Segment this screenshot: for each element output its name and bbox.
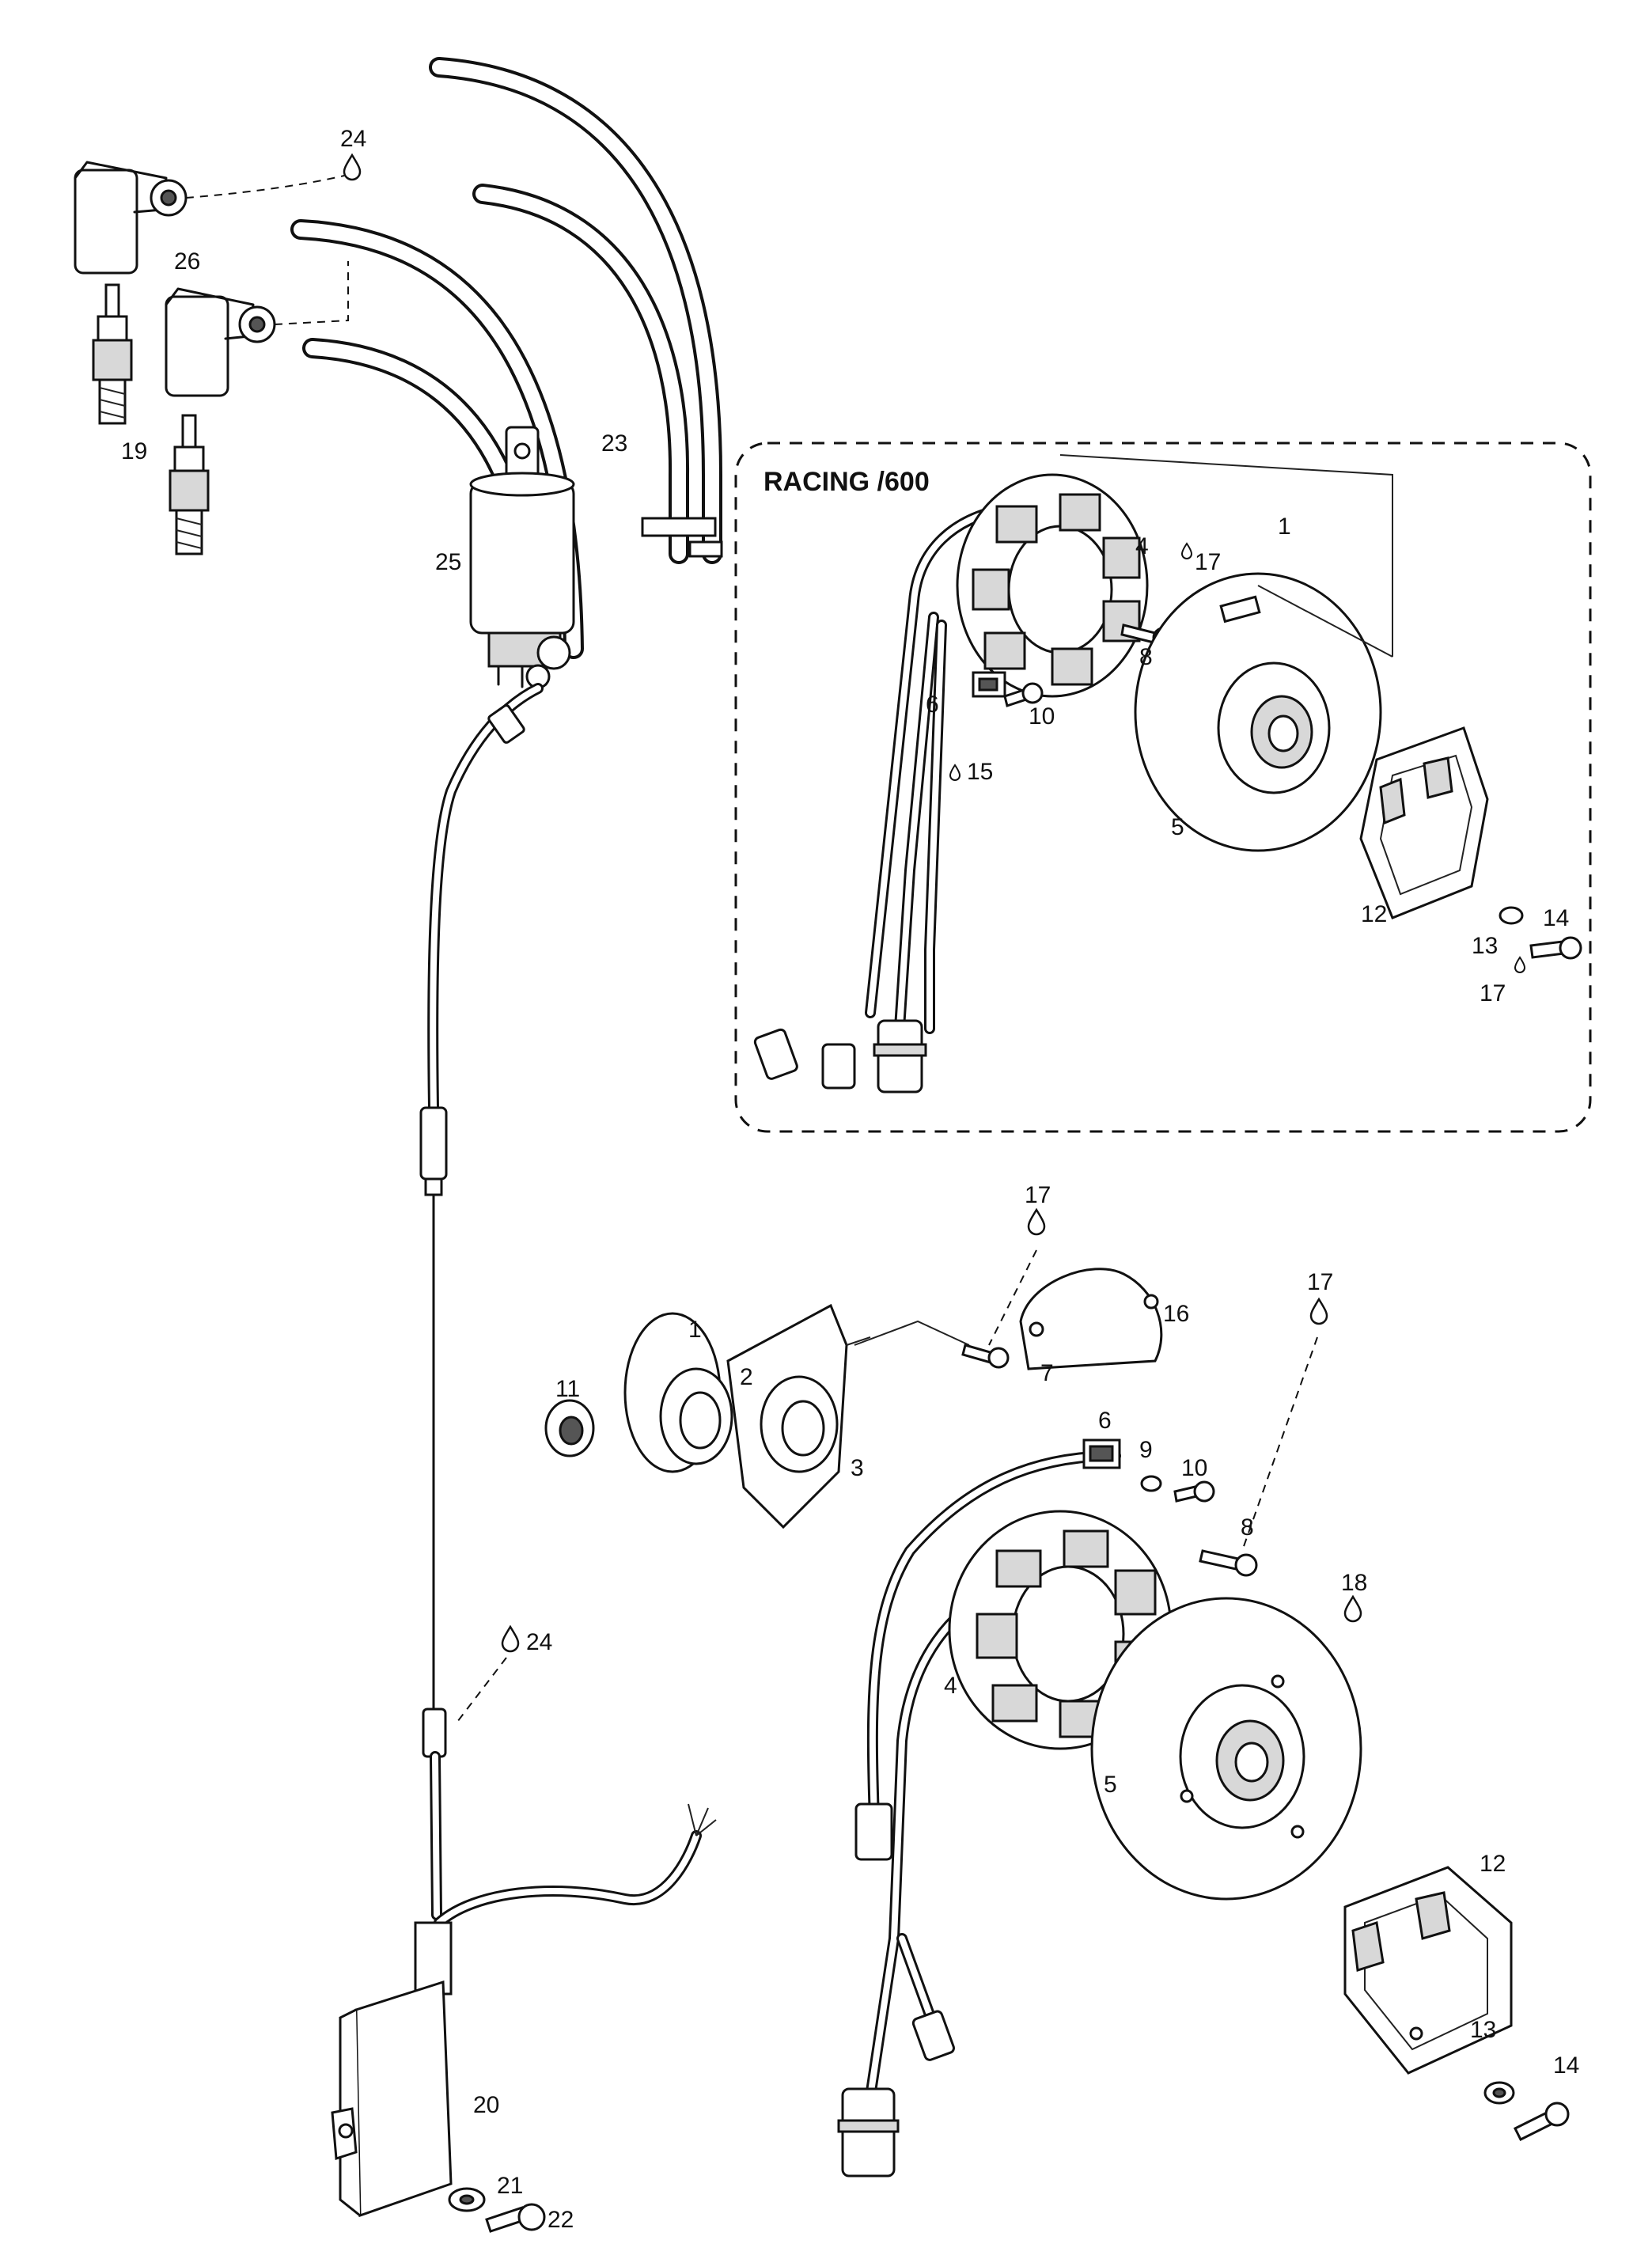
inset-flywheel bbox=[1134, 572, 1382, 852]
label-main-6: 6 bbox=[1098, 1408, 1112, 1434]
spark-plug-cap-upper bbox=[74, 161, 188, 275]
label-main-12: 12 bbox=[1480, 1851, 1506, 1877]
inset-washer-13 bbox=[1499, 906, 1524, 925]
ht-cables bbox=[290, 57, 723, 659]
label-main-1: 1 bbox=[688, 1317, 702, 1343]
label-main-5: 5 bbox=[1104, 1772, 1117, 1798]
spark-plug-upper bbox=[92, 283, 133, 425]
inset-screw-10 bbox=[1003, 682, 1044, 707]
label-main-9: 9 bbox=[1139, 1437, 1153, 1463]
main-seal-11 bbox=[544, 1399, 595, 1457]
drop-icon-24-main bbox=[501, 1625, 520, 1653]
spark-plug-lower bbox=[169, 414, 210, 555]
label-main-4: 4 bbox=[944, 1673, 957, 1699]
inset-screw-14 bbox=[1529, 936, 1582, 960]
main-screw-7 bbox=[961, 1344, 1010, 1369]
label-25: 25 bbox=[435, 549, 461, 575]
label-24-main: 24 bbox=[526, 1629, 552, 1655]
main-bearing-plate-3 bbox=[726, 1303, 871, 1529]
label-24-top: 24 bbox=[340, 126, 366, 152]
label-main-14: 14 bbox=[1553, 2052, 1579, 2079]
main-screw-10 bbox=[1173, 1480, 1215, 1503]
drop-icon-24-top bbox=[343, 154, 362, 181]
racing-600-inset bbox=[734, 442, 1592, 1133]
inset-title: RACING /600 bbox=[763, 467, 930, 497]
main-pickup-6 bbox=[1082, 1438, 1121, 1469]
label-inset-6: 6 bbox=[926, 692, 939, 718]
label-main-17b: 17 bbox=[1307, 1269, 1333, 1295]
label-inset-12: 12 bbox=[1361, 901, 1387, 927]
label-main-8: 8 bbox=[1241, 1514, 1254, 1541]
inset-pickup bbox=[972, 671, 1006, 698]
spark-plug-cap-lower bbox=[165, 287, 276, 397]
inset-rotor-sleeve bbox=[1359, 726, 1489, 919]
label-inset-13: 13 bbox=[1472, 933, 1498, 959]
washer-21 bbox=[448, 2187, 486, 2212]
drop-icon-17-inset bbox=[1181, 543, 1192, 559]
drop-icon-15-inset bbox=[949, 764, 961, 781]
label-inset-17: 17 bbox=[1195, 549, 1221, 575]
label-main-11: 11 bbox=[555, 1376, 580, 1402]
main-screw-8 bbox=[1199, 1549, 1258, 1577]
label-main-17a: 17 bbox=[1025, 1182, 1051, 1208]
label-main-13: 13 bbox=[1470, 2017, 1496, 2043]
main-screw-14 bbox=[1513, 2102, 1570, 2142]
main-flywheel-5 bbox=[1090, 1597, 1362, 1901]
label-20: 20 bbox=[473, 2092, 499, 2118]
label-inset-17b: 17 bbox=[1480, 980, 1506, 1006]
label-inset-15: 15 bbox=[967, 759, 993, 785]
primary-wiring bbox=[419, 683, 544, 1920]
label-22: 22 bbox=[548, 2207, 574, 2233]
label-inset-8: 8 bbox=[1139, 644, 1153, 670]
label-inset-5: 5 bbox=[1171, 814, 1184, 840]
inset-stator bbox=[956, 473, 1149, 698]
main-cover-16 bbox=[1019, 1268, 1163, 1370]
label-26: 26 bbox=[174, 248, 200, 275]
main-rotor-sleeve-12 bbox=[1343, 1866, 1513, 2075]
label-main-3: 3 bbox=[851, 1455, 864, 1481]
drop-icon-17-main-a bbox=[1027, 1208, 1046, 1236]
main-washer-9 bbox=[1140, 1475, 1162, 1492]
main-washer-13 bbox=[1483, 2081, 1515, 2105]
main-seal-2 bbox=[659, 1367, 733, 1465]
label-23: 23 bbox=[601, 430, 627, 457]
label-19: 19 bbox=[121, 438, 147, 464]
label-inset-4: 4 bbox=[1135, 533, 1149, 559]
label-21: 21 bbox=[497, 2173, 523, 2199]
drop-icon-17-main-b bbox=[1309, 1298, 1328, 1325]
label-inset-1: 1 bbox=[1278, 514, 1291, 540]
cdi-unit bbox=[331, 1803, 717, 2218]
label-main-2: 2 bbox=[740, 1364, 753, 1390]
label-main-18: 18 bbox=[1341, 1570, 1367, 1596]
label-inset-10: 10 bbox=[1029, 703, 1055, 730]
label-main-10: 10 bbox=[1181, 1455, 1207, 1481]
drop-icon-18-main bbox=[1343, 1595, 1362, 1623]
label-main-16: 16 bbox=[1163, 1301, 1189, 1327]
ignition-coil bbox=[469, 426, 575, 689]
drop-icon-17-inset-b bbox=[1514, 957, 1525, 973]
screw-22 bbox=[485, 2203, 546, 2233]
label-inset-14: 14 bbox=[1543, 905, 1569, 931]
label-main-7: 7 bbox=[1040, 1360, 1054, 1386]
